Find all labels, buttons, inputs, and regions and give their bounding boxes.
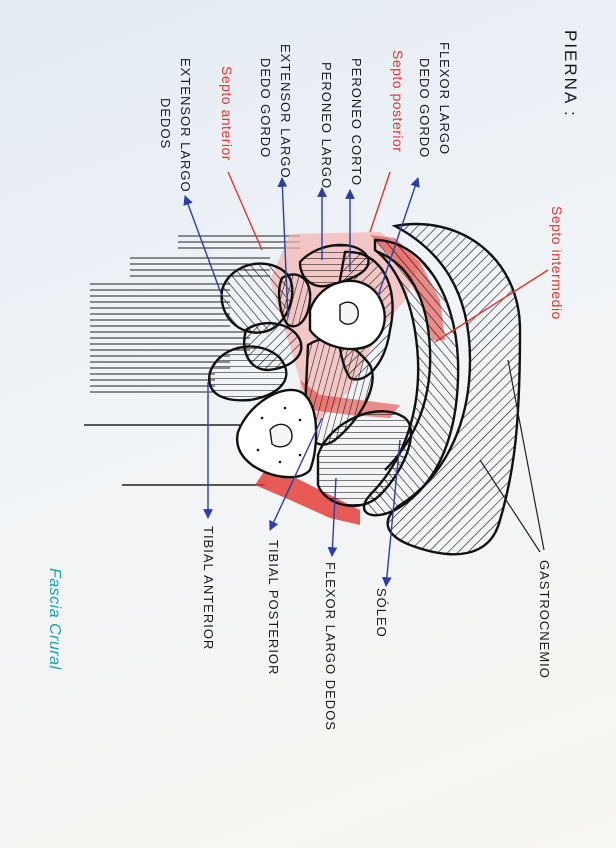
label-flexor-largo-dedos: FLEXOR LARGO DEDOS: [323, 562, 338, 731]
label-fascia-crural: Fascia Crural: [46, 568, 63, 670]
tibial-anterior-muscle: [208, 345, 288, 402]
label-septo-posterior: Septo posterior: [390, 50, 406, 152]
extensor-largo-dedos-muscle: [220, 262, 294, 334]
septum-pointer-lines: [227, 171, 549, 343]
label-soleo: SÓLEO: [374, 588, 389, 638]
label-extensor-largo-dedos-1: EXTENSOR LARGO: [178, 58, 193, 193]
fibula-marrow: [339, 301, 359, 325]
label-flexor-largo-dedo-gordo-2: DEDO GORDO: [417, 58, 432, 158]
label-septo-intermedio: Septo intermedio: [549, 206, 565, 320]
label-tibial-posterior: TIBIAL POSTERIOR: [266, 540, 281, 675]
peroneo-corto-muscle: [298, 243, 370, 288]
label-extensor-largo-dedos-2: DEDOS: [158, 98, 173, 149]
label-extensor-largo-dedo-gordo-1: EXTENSOR LARGO: [278, 44, 293, 179]
gastrocnemio-leader-lines: [479, 359, 545, 553]
tibia-dots: [256, 406, 302, 464]
tibia-marrow: [269, 423, 293, 448]
tendon-lines: [84, 235, 300, 486]
label-flexor-largo-dedo-gordo-1: FLEXOR LARGO: [437, 42, 452, 155]
label-peroneo-largo: PERONEO LARGO: [319, 62, 334, 189]
title-pierna: PIERNA :: [561, 30, 580, 118]
label-septo-anterior: Septo anterior: [219, 66, 235, 161]
labels: PIERNA : FLEXOR LARGO DEDO GORDO Septo p…: [46, 30, 580, 731]
soleo-muscle: [363, 238, 460, 517]
pointer-arrows: [183, 177, 420, 587]
label-extensor-largo-dedo-gordo-2: DEDO GORDO: [258, 58, 273, 158]
label-gastrocnemio: GASTROCNEMIO: [537, 560, 552, 679]
label-peroneo-corto: PERONEO CORTO: [349, 58, 364, 186]
label-tibial-anterior: TIBIAL ANTERIOR: [201, 526, 216, 650]
